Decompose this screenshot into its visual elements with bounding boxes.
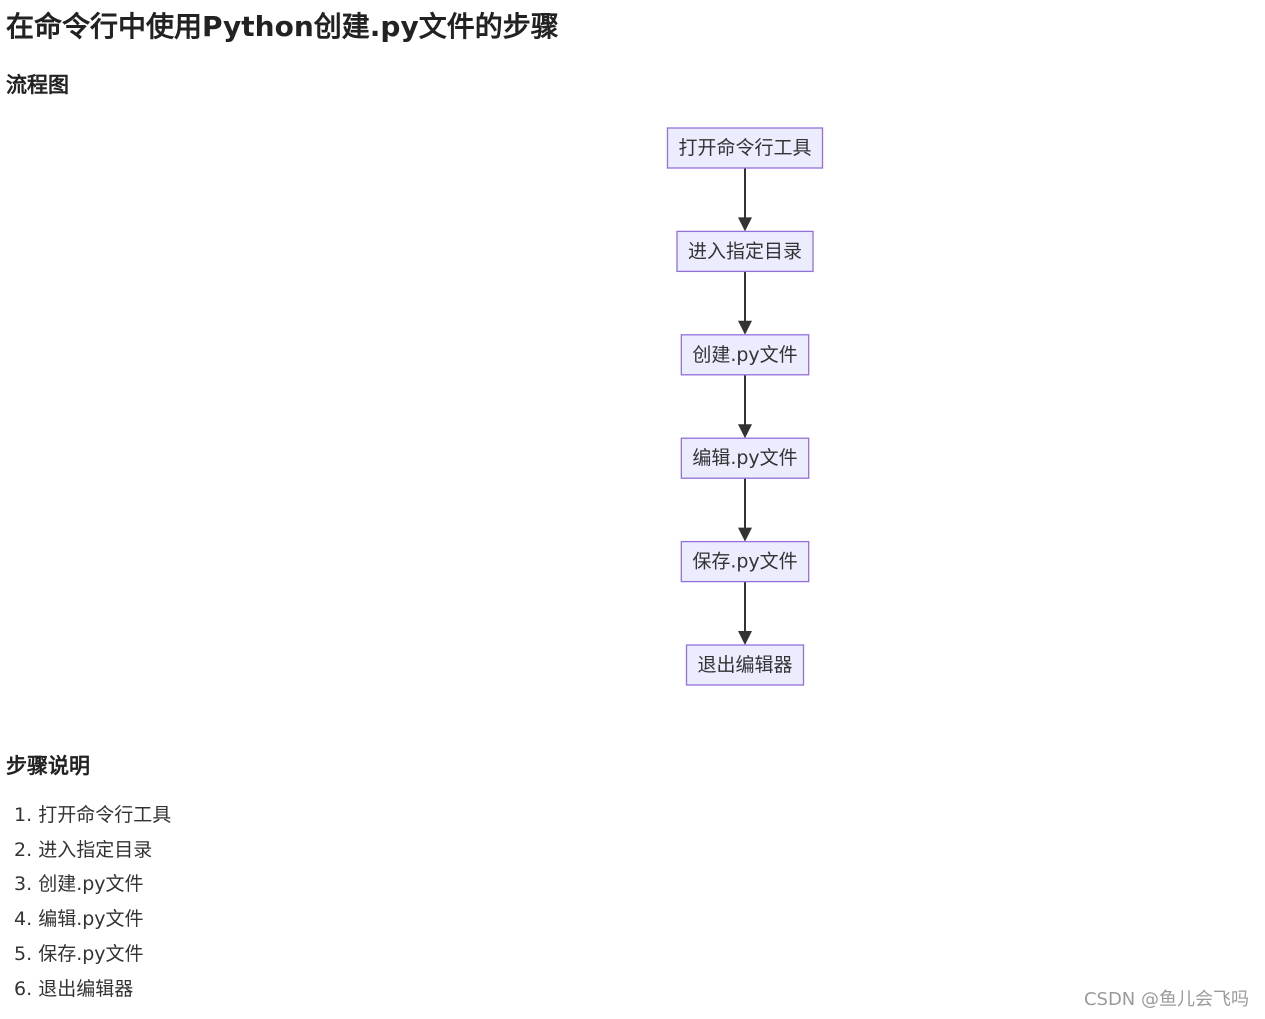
flow-edge-arrowhead [738, 320, 752, 335]
flow-node-label: 进入指定目录 [688, 240, 802, 262]
flow-edge-arrowhead [738, 217, 752, 232]
step-number: 4. [14, 908, 33, 931]
step-text: 进入指定目录 [38, 838, 153, 861]
flow-node-box [680, 334, 810, 376]
flow-node-label: 退出编辑器 [697, 654, 792, 676]
flowchart-heading: 流程图 [6, 73, 69, 97]
flow-edge-e-f [738, 581, 752, 645]
step-text: 保存.py文件 [38, 942, 144, 965]
step-number: 6. [14, 977, 33, 1000]
flowchart-edges [738, 168, 752, 645]
step-number: 5. [14, 942, 33, 965]
flow-node-f: 退出编辑器 [685, 644, 805, 686]
step-item: 6. 退出编辑器 [14, 972, 171, 1007]
step-text: 创建.py文件 [38, 873, 144, 896]
flow-node-box [680, 437, 810, 479]
flow-node-b: 进入指定目录 [676, 230, 814, 273]
flow-edge-arrowhead [738, 631, 752, 645]
step-text: 打开命令行工具 [38, 804, 172, 826]
flow-node-box [685, 644, 805, 686]
step-number: 1. [14, 804, 33, 826]
flow-node-box [680, 540, 810, 583]
flow-edge-arrowhead [738, 527, 752, 542]
watermark: CSDN @鱼儿会飞吗 [1083, 989, 1249, 1010]
step-item: 3. 创建.py文件 [14, 867, 171, 902]
flow-node-label: 创建.py文件 [692, 344, 797, 366]
step-item: 2. 进入指定目录 [14, 833, 171, 868]
flow-node-e: 保存.py文件 [680, 540, 810, 583]
flow-node-label: 编辑.py文件 [692, 447, 797, 469]
step-number: 2. [14, 838, 33, 861]
flow-edge-c-d [738, 374, 752, 439]
flow-node-box [676, 230, 814, 273]
flow-node-c: 创建.py文件 [680, 334, 810, 376]
flow-node-box [666, 127, 824, 169]
step-text: 编辑.py文件 [38, 908, 144, 931]
steps-heading: 步骤说明 [6, 754, 90, 778]
step-text: 退出编辑器 [38, 977, 134, 1000]
page-title: 在命令行中使用Python创建.py文件的步骤 [6, 10, 559, 43]
flow-node-label: 打开命令行工具 [678, 137, 811, 159]
step-item: 5. 保存.py文件 [14, 937, 171, 972]
flow-edge-b-c [738, 271, 752, 335]
flow-node-label: 保存.py文件 [692, 551, 797, 573]
flow-edge-arrowhead [738, 424, 752, 439]
flow-node-d: 编辑.py文件 [680, 437, 810, 479]
flow-edge-d-e [738, 478, 752, 542]
step-item: 1. 打开命令行工具 [14, 798, 171, 833]
step-number: 3. [14, 873, 33, 896]
flow-node-a: 打开命令行工具 [666, 127, 824, 169]
flow-edge-a-b [738, 168, 752, 232]
step-item: 4. 编辑.py文件 [14, 902, 171, 937]
